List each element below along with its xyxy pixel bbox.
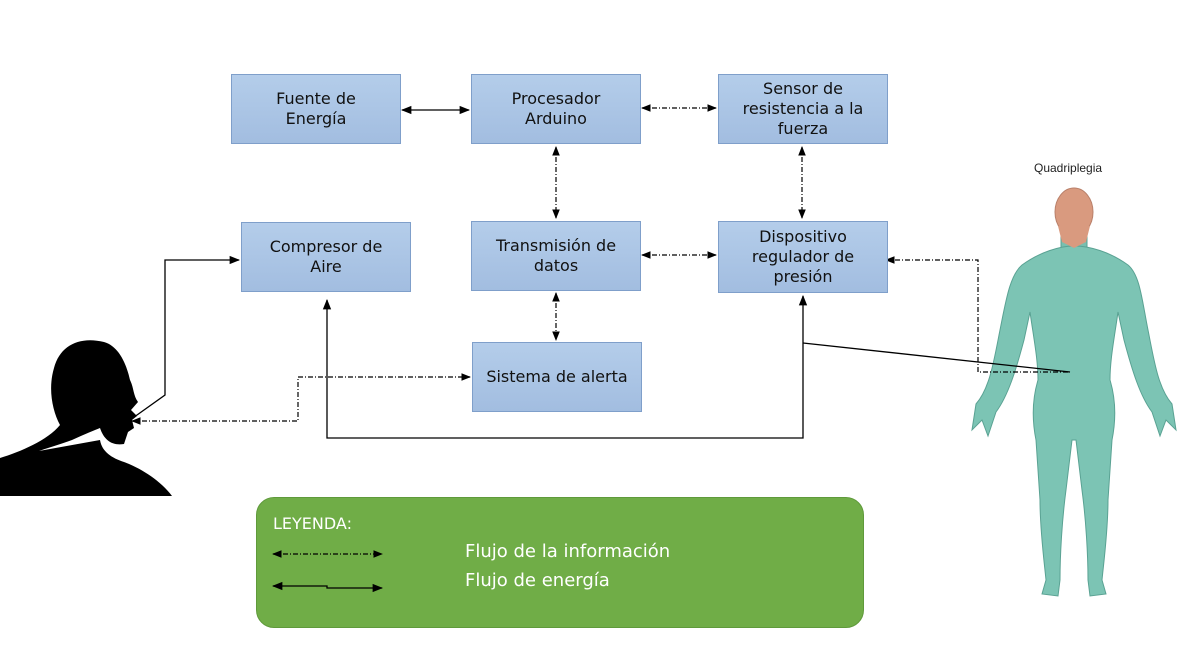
legend-line-samples	[271, 550, 384, 593]
legend-info-label: Flujo de la información	[465, 541, 671, 562]
legend-title: LEYENDA:	[273, 514, 352, 533]
node-compresor-aire: Compresor de Aire	[241, 222, 411, 292]
head-silhouette-icon	[0, 340, 172, 496]
legend-energy-label: Flujo de energía	[465, 570, 610, 591]
node-fuente-energia: Fuente de Energía	[231, 74, 401, 144]
legend-energy-line	[271, 581, 384, 593]
node-sistema-alerta: Sistema de alerta	[472, 342, 642, 412]
human-body-icon	[971, 187, 1177, 597]
node-procesador-arduino: Procesador Arduino	[471, 74, 641, 144]
figure-label-quadriplegia: Quadriplegia	[1034, 161, 1103, 175]
node-sensor-fuerza: Sensor de resistencia a la fuerza	[718, 74, 888, 144]
node-dispositivo-regulador: Dispositivo regulador de presión	[718, 221, 888, 293]
legend-panel: LEYENDA: Flujo de la información Flujo d…	[256, 497, 864, 628]
node-transmision-datos: Transmisión de datos	[471, 221, 641, 291]
